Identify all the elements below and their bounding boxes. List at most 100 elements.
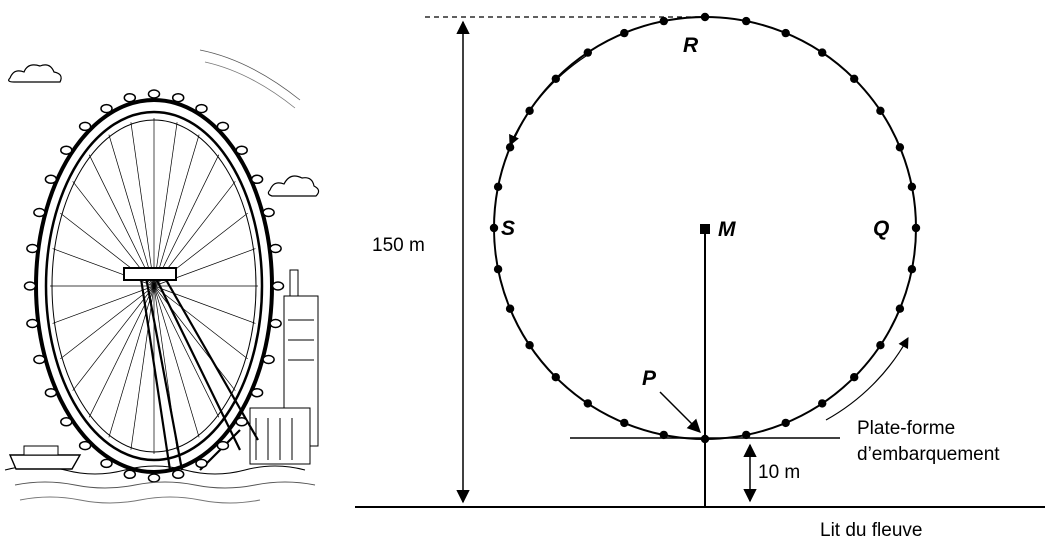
wheel-spoke bbox=[108, 134, 155, 287]
cabin-dot bbox=[620, 28, 629, 38]
label-boarding: d’embarquement bbox=[857, 444, 1000, 465]
illustration-cabin bbox=[44, 387, 58, 398]
illustration-cabin bbox=[100, 103, 113, 114]
wheel-spoke bbox=[52, 285, 155, 324]
wheel-spoke bbox=[153, 285, 178, 450]
cabin-dot bbox=[818, 399, 827, 408]
illustration-cabin bbox=[26, 318, 39, 329]
illustration-cabin bbox=[147, 473, 161, 483]
wheel-spoke bbox=[153, 154, 220, 287]
label-point-p: P bbox=[642, 367, 657, 390]
wheel-spoke bbox=[130, 122, 155, 287]
cabin-dot bbox=[895, 304, 905, 313]
wheel-spoke bbox=[153, 285, 200, 438]
wheel-spoke bbox=[153, 285, 236, 391]
illustration-cabin bbox=[216, 121, 230, 132]
cabin-dot bbox=[505, 304, 515, 313]
river bbox=[4, 445, 316, 504]
illustration-cabin bbox=[60, 145, 73, 155]
cabin-dot bbox=[551, 74, 560, 84]
cabin-dot bbox=[493, 182, 503, 191]
city-buildings bbox=[249, 269, 319, 465]
cabin-dot bbox=[525, 106, 534, 116]
hub-point-m bbox=[700, 224, 710, 234]
cabin-dot bbox=[907, 182, 917, 191]
illustration-cabin bbox=[100, 458, 113, 469]
wheel-spoke bbox=[153, 285, 220, 418]
illustration-cabin bbox=[250, 174, 264, 185]
cabin-dot bbox=[659, 16, 668, 26]
illustration-cabin bbox=[60, 417, 73, 427]
illustration-cabin bbox=[216, 440, 230, 451]
cabin-dot bbox=[583, 399, 592, 408]
cabin-dot bbox=[551, 373, 560, 382]
cloud-icon bbox=[267, 175, 320, 197]
cabin-dot bbox=[505, 143, 515, 152]
wheel-spoke bbox=[153, 122, 178, 287]
illustration-cabin bbox=[78, 121, 92, 132]
illustration-cabin bbox=[250, 387, 264, 398]
wheel-spoke bbox=[153, 285, 248, 360]
illustration-cabin bbox=[23, 281, 37, 291]
cabin-dot bbox=[620, 418, 629, 428]
cabin-dot bbox=[659, 430, 668, 440]
wheel-spoke bbox=[108, 285, 155, 438]
cabin-dot bbox=[895, 143, 905, 152]
illustration-cabin bbox=[195, 103, 208, 114]
cabin-dot bbox=[876, 106, 885, 116]
illustration-cabin bbox=[269, 243, 282, 254]
wheel-support bbox=[138, 271, 259, 471]
cloud-icon bbox=[8, 64, 62, 83]
wheel-spoke bbox=[72, 285, 155, 391]
wheel-spoke bbox=[60, 285, 155, 360]
wheel-spoke bbox=[153, 134, 200, 287]
ferris-wheel-illustration bbox=[4, 49, 320, 504]
wheel-cabins bbox=[23, 89, 285, 483]
wheel-spoke bbox=[153, 285, 256, 324]
ferris-wheel-schematic bbox=[355, 12, 1045, 508]
cabin-dot bbox=[583, 48, 592, 57]
cabin-dot bbox=[700, 434, 710, 444]
illustration-cabin bbox=[123, 92, 137, 103]
cabin-dot bbox=[876, 341, 885, 350]
illustration-cabin bbox=[262, 354, 275, 365]
illustration-cabin bbox=[269, 318, 282, 329]
pointer-arrow-p bbox=[659, 391, 701, 433]
illustration-cabin bbox=[33, 207, 46, 218]
rotation-arrow-lower bbox=[825, 337, 909, 421]
cabin-dot bbox=[489, 223, 499, 233]
illustration-cabin bbox=[147, 89, 161, 99]
label-point-r: R bbox=[683, 34, 699, 57]
cabin-dot bbox=[850, 373, 859, 382]
illustration-cabin bbox=[235, 145, 248, 155]
label-platform-height: 10 m bbox=[758, 462, 800, 483]
cabin-dot bbox=[907, 265, 917, 274]
label-point-q: Q bbox=[873, 217, 889, 240]
illustration-cabin bbox=[262, 207, 275, 218]
illustration-cabin bbox=[26, 243, 39, 254]
wheel-hub bbox=[123, 267, 177, 281]
label-riverbed: Lit du fleuve bbox=[820, 520, 922, 540]
cabin-dot bbox=[742, 16, 751, 26]
wheel-spokes bbox=[50, 118, 258, 454]
cabin-dots bbox=[489, 12, 921, 444]
illustration-cabin bbox=[271, 281, 285, 291]
cabin-dot bbox=[493, 265, 503, 274]
label-platform: Plate-forme bbox=[857, 418, 955, 439]
wheel-spoke bbox=[88, 154, 155, 287]
illustration-cabin bbox=[44, 174, 58, 185]
cabin-dot bbox=[818, 48, 827, 57]
label-point-s: S bbox=[501, 217, 515, 240]
wheel-spoke bbox=[88, 285, 155, 418]
boat-icon bbox=[8, 454, 82, 470]
illustration-cabin bbox=[33, 354, 46, 365]
cabin-dot bbox=[525, 341, 534, 350]
illustration-cabin bbox=[171, 92, 185, 103]
cabin-dot bbox=[911, 223, 921, 233]
wheel-spoke bbox=[130, 285, 155, 450]
illustration-cabin bbox=[235, 417, 248, 427]
illustration-cabin bbox=[171, 469, 185, 480]
illustration-cabin bbox=[195, 458, 208, 469]
cabin-dot bbox=[781, 28, 790, 38]
